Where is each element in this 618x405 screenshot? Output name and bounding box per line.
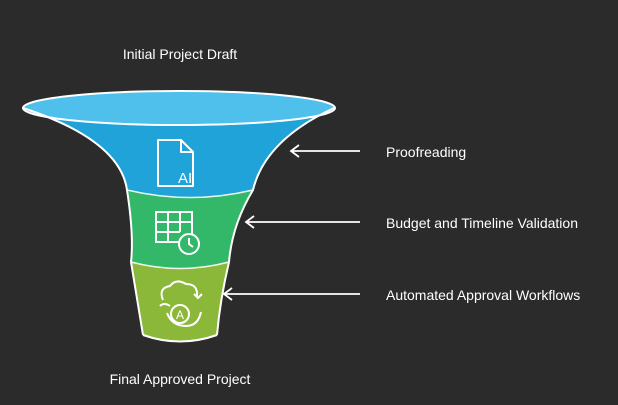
funnel-outline-left [22, 107, 144, 336]
arrow-approval-workflows [222, 287, 360, 301]
funnel-divider-2 [130, 261, 230, 270]
funnel-divider-1 [126, 189, 254, 199]
funnel-stage-budget-validation [127, 190, 253, 269]
funnel-top-label: Initial Project Draft [122, 46, 238, 62]
automation-cloud-icon: A [159, 280, 203, 328]
funnel-outline-right [216, 107, 335, 336]
funnel-stage-approval-workflows [131, 262, 229, 342]
stage-label-proofreading: Proofreading [386, 144, 467, 160]
svg-text:A: A [176, 308, 184, 322]
ai-document-icon: AI [157, 139, 194, 187]
funnel-stage-proofreading [23, 108, 334, 198]
spreadsheet-clock-icon [155, 211, 200, 255]
funnel-outline-bottom [142, 334, 218, 343]
funnel-bottom-label: Final Approved Project [109, 371, 251, 387]
arrow-budget-validation [244, 215, 360, 229]
arrow-proofreading [289, 144, 360, 158]
stage-label-budget-validation: Budget and Timeline Validation [386, 215, 578, 231]
stage-label-approval-workflows: Automated Approval Workflows [386, 287, 581, 303]
funnel-rim [22, 90, 336, 126]
svg-text:AI: AI [178, 170, 192, 187]
